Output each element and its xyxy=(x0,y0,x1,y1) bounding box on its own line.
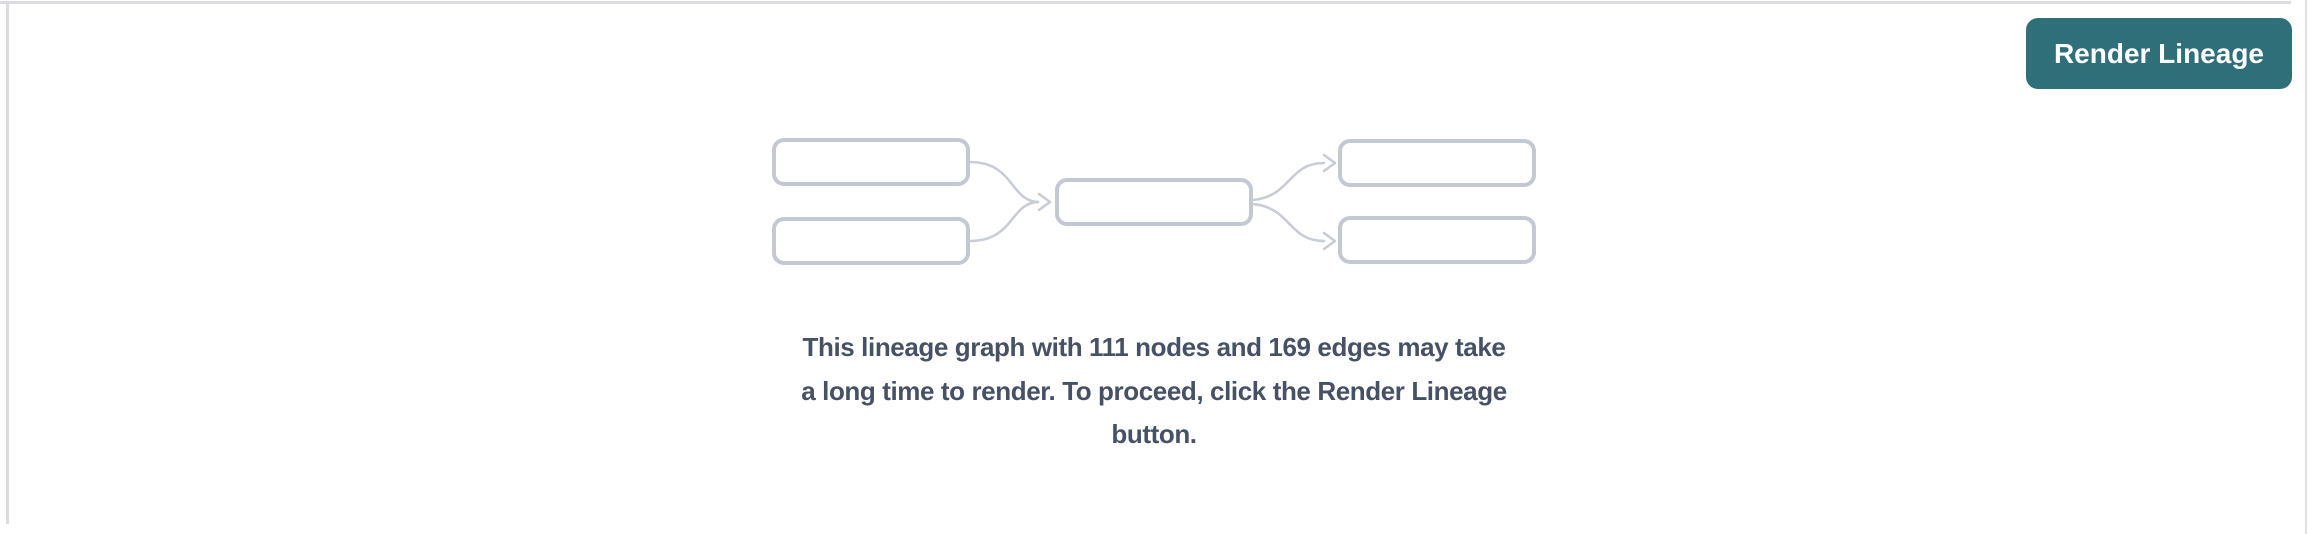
panel-top-border xyxy=(0,1,2291,4)
message-line-1: This lineage graph with 111 nodes and 16… xyxy=(802,332,1506,362)
render-lineage-button[interactable]: Render Lineage xyxy=(2025,18,2292,89)
lineage-node-box xyxy=(1338,139,1536,187)
arrowhead-icon xyxy=(1037,192,1052,212)
lineage-edge xyxy=(968,200,1040,243)
lineage-node-box xyxy=(1055,178,1253,226)
message-line-2: a long time to render. To proceed, click… xyxy=(801,375,1507,406)
lineage-edge xyxy=(968,160,1040,204)
message-line-3: button. xyxy=(1111,419,1197,449)
arrowhead-icon xyxy=(1322,231,1337,251)
arrowhead-icon xyxy=(1322,153,1337,173)
render-warning-message: This lineage graph with 111 nodes and 16… xyxy=(801,326,1507,457)
lineage-edge xyxy=(1251,161,1326,202)
lineage-node-box xyxy=(772,138,970,186)
lineage-edge xyxy=(1251,202,1326,243)
lineage-preview-diagram xyxy=(772,138,1536,265)
lineage-node-box xyxy=(772,217,970,265)
panel-right-border xyxy=(2305,0,2307,534)
panel-left-border xyxy=(6,2,9,524)
lineage-node-box xyxy=(1338,216,1536,264)
